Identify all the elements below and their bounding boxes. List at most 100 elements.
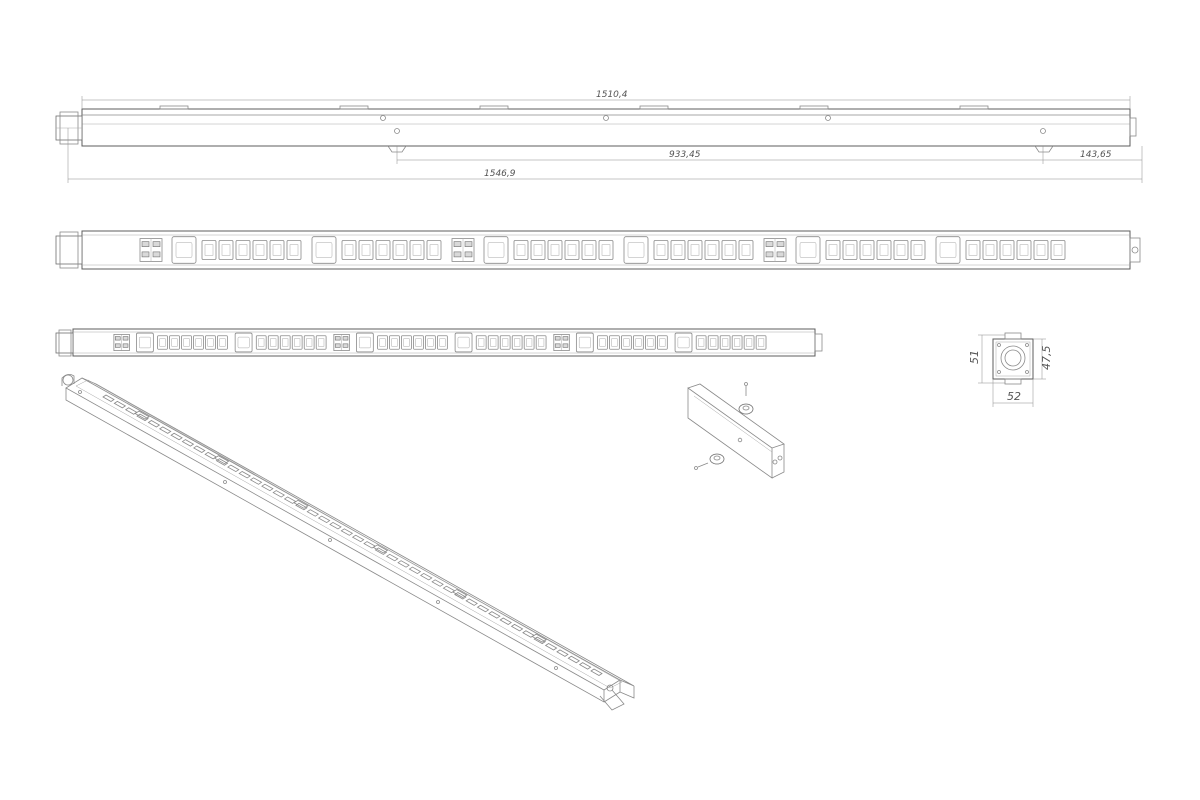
c13-outlet-socket xyxy=(1036,244,1046,256)
iso-outlet xyxy=(147,420,161,428)
c19-outlet-socket xyxy=(175,242,193,258)
iso-outlet xyxy=(431,579,444,587)
c13-outlet xyxy=(425,335,436,350)
c13-outlet xyxy=(269,240,285,260)
c19-outlet xyxy=(356,332,374,353)
c13-outlet-socket xyxy=(272,244,282,256)
c13-outlet xyxy=(218,240,234,260)
iso-mounting-hole xyxy=(554,666,558,670)
c13-outlet-socket xyxy=(415,338,422,347)
breaker-switch xyxy=(554,343,561,348)
c13-outlet xyxy=(315,335,327,350)
iso-outlet xyxy=(340,528,354,536)
c13-outlet-socket xyxy=(490,338,497,347)
iso-outlet xyxy=(238,470,251,479)
c13-outlet xyxy=(999,240,1015,260)
c13-outlet xyxy=(581,240,597,260)
c13-outlet-socket xyxy=(478,338,485,347)
c13-outlet xyxy=(738,240,754,260)
c13-outlet-socket xyxy=(195,338,202,347)
c13-outlet-socket xyxy=(758,338,765,347)
iso-outlet xyxy=(488,611,501,619)
c19-outlet xyxy=(483,236,509,264)
c13-outlet xyxy=(743,335,755,350)
c13-outlet-socket xyxy=(722,338,729,347)
breaker-switch xyxy=(115,343,121,348)
c19-outlet-socket xyxy=(315,242,333,258)
iso-outlet xyxy=(102,394,115,402)
c13-outlet xyxy=(707,335,719,350)
c13-outlet xyxy=(687,240,703,260)
c13-outlet-socket xyxy=(204,244,214,256)
c13-outlet xyxy=(755,335,767,350)
c13-outlet-socket xyxy=(391,338,398,347)
c13-outlet xyxy=(193,335,204,350)
c13-outlet-socket xyxy=(746,338,753,347)
c13-outlet xyxy=(731,335,743,350)
iso-outlet xyxy=(420,572,433,581)
breaker-switch xyxy=(342,343,349,348)
c13-outlet-socket xyxy=(584,244,594,256)
c13-outlet xyxy=(859,240,875,260)
c13-outlet xyxy=(375,240,391,260)
c13-outlet xyxy=(530,240,546,260)
c13-outlet xyxy=(201,240,217,260)
dim-section-width: 52 xyxy=(1007,390,1021,403)
c13-outlet-socket xyxy=(361,244,371,256)
c13-outlet-socket xyxy=(724,244,734,256)
iso-outlet xyxy=(227,464,240,473)
iso-outlet xyxy=(544,643,558,651)
c13-outlet-socket xyxy=(514,338,521,347)
c13-outlet-socket xyxy=(403,338,410,347)
bracket-detail xyxy=(687,382,785,479)
c13-outlet xyxy=(499,335,511,350)
c13-outlet-socket xyxy=(698,338,705,347)
breaker-switch xyxy=(453,241,462,247)
c13-outlet xyxy=(513,240,529,260)
iso-outlet xyxy=(204,451,217,460)
c13-outlet xyxy=(982,240,998,260)
c13-outlet-socket xyxy=(734,338,741,347)
iso-outlet xyxy=(124,407,138,415)
c13-outlet-socket xyxy=(550,244,560,256)
iso-mounting-hole xyxy=(436,600,440,604)
iso-outlet xyxy=(306,509,320,517)
c13-outlet-socket xyxy=(344,244,354,256)
c13-outlet-socket xyxy=(659,338,666,347)
c13-outlet-socket xyxy=(427,338,434,347)
dim-section-height-outer: 51 xyxy=(968,350,981,364)
iso-outlet-large xyxy=(372,544,389,554)
c13-outlet xyxy=(564,240,580,260)
c13-outlet-socket xyxy=(526,338,533,347)
c13-outlet-socket xyxy=(282,338,289,347)
c13-outlet xyxy=(475,335,487,350)
c13-outlet xyxy=(876,240,892,260)
iso-outlet xyxy=(578,662,592,670)
c13-outlet xyxy=(252,240,268,260)
iso-outlet xyxy=(476,604,490,613)
iso-outlet xyxy=(181,439,195,447)
c13-outlet-socket xyxy=(258,338,265,347)
breaker-switch xyxy=(776,251,785,258)
c19-outlet-socket xyxy=(358,336,371,349)
iso-outlet xyxy=(317,515,331,524)
iso-outlet-large xyxy=(293,499,309,509)
iso-outlet xyxy=(397,560,410,568)
c13-outlet xyxy=(286,240,302,260)
iso-outlet xyxy=(556,649,569,657)
cross-section: 51 47,5 52 xyxy=(968,332,1053,407)
c13-outlet-socket xyxy=(255,244,265,256)
iso-outlet xyxy=(272,490,285,498)
c13-outlet-socket xyxy=(601,244,611,256)
c13-outlet-socket xyxy=(318,338,325,347)
c13-outlet-socket xyxy=(533,244,543,256)
breaker-switch xyxy=(342,336,349,341)
iso-outlet-large xyxy=(531,633,548,643)
iso-outlet xyxy=(567,655,581,664)
c19-outlet-socket xyxy=(487,242,505,258)
side-view: 1510,4 933,45 143,65 1546,9 xyxy=(55,90,1143,183)
c13-outlet xyxy=(825,240,841,260)
c13-outlet-socket xyxy=(599,338,606,347)
c19-outlet xyxy=(311,236,337,264)
front-view-small xyxy=(55,328,823,357)
